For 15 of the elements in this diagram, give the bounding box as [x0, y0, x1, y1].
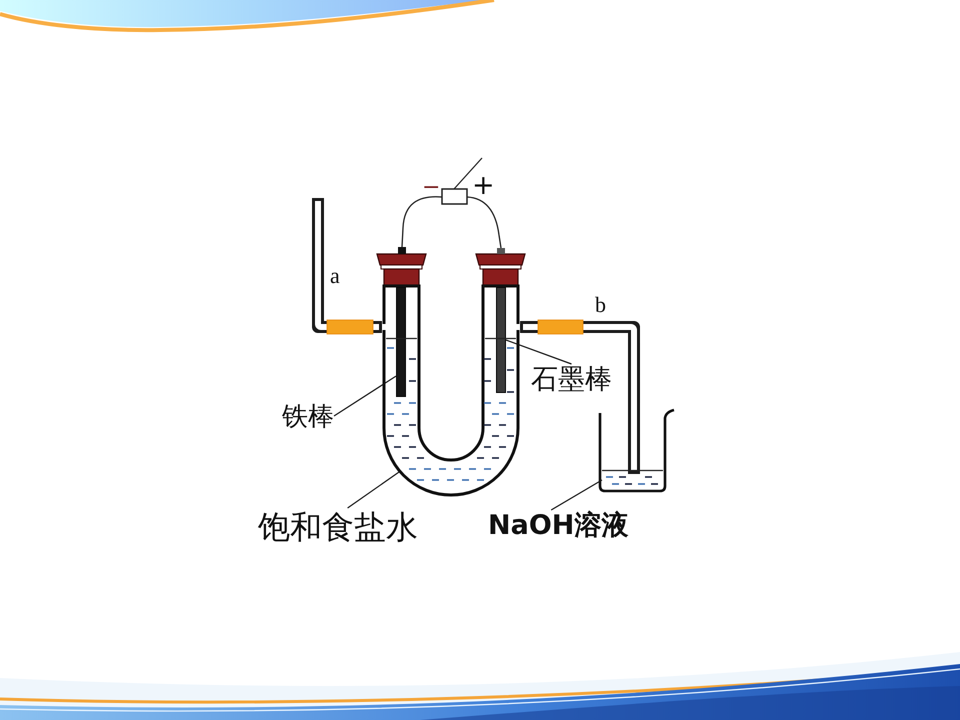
leader-line — [550, 479, 602, 511]
leader-line — [334, 376, 396, 417]
u-tube — [382, 286, 520, 497]
graphite-rod — [496, 287, 506, 393]
part-label: 饱和食盐水 — [258, 508, 418, 546]
leader-line — [347, 470, 401, 508]
iron-rod — [396, 287, 406, 397]
tube-label: b — [595, 292, 606, 318]
tube-label: a — [330, 263, 340, 290]
polarity-sign: + — [472, 170, 495, 202]
part-label: 石墨棒 — [531, 364, 612, 396]
polarity-sign: − — [422, 175, 440, 202]
part-label: NaOH溶液 — [488, 510, 628, 542]
leader-line — [506, 339, 572, 365]
part-label: 铁棒 — [282, 402, 334, 434]
